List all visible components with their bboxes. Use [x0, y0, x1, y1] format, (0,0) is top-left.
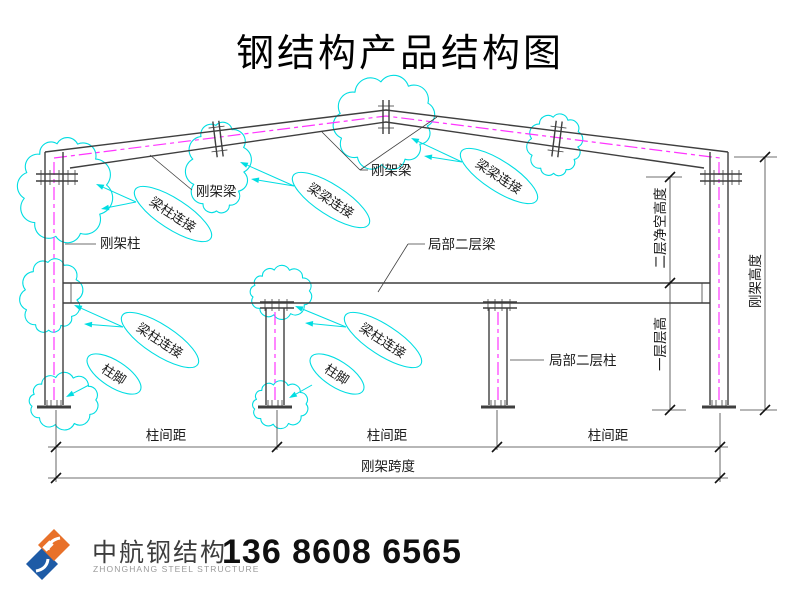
callout-leader: [108, 201, 137, 208]
label-mezzanine-column: 局部二层柱: [549, 353, 617, 368]
callout-ellipse: [86, 353, 142, 395]
leader-arrowhead: [251, 177, 260, 183]
callout-leader: [247, 164, 295, 187]
label-beam-column-connection: 梁柱连接: [134, 320, 186, 361]
revision-cloud: [332, 74, 436, 171]
callout-ellipse: [459, 147, 539, 205]
leader-arrowhead: [74, 305, 83, 311]
floor-beam-end-plate-right: [701, 282, 711, 304]
phone-number: 136 8608 6565: [222, 533, 462, 571]
label-rigid-frame-beam: 刚架梁: [371, 163, 412, 178]
callout-leader: [258, 179, 295, 187]
callout-leader: [302, 308, 347, 328]
label-rigid-frame-column: 刚架柱: [100, 236, 141, 251]
member-labels: 刚架梁 刚架梁 刚架柱 局部二层梁 局部二层柱: [100, 163, 617, 368]
leader-arrowhead: [84, 321, 93, 328]
dim-first-floor-height: 一层层高: [652, 317, 668, 371]
leader-arrowhead: [424, 154, 433, 160]
logo-white-notch: [42, 540, 54, 552]
revision-cloud: [184, 121, 252, 214]
beam-splice-right: [547, 120, 567, 158]
revision-cloud: [28, 371, 99, 431]
dim-bay-spacing: 柱间距: [146, 428, 187, 443]
floor-beam-end-plate-left: [62, 282, 72, 304]
logo-orange-diamond: [38, 529, 70, 561]
callout-leader: [103, 186, 137, 203]
leader-arrowhead: [305, 321, 314, 327]
leader-arrowhead: [411, 138, 420, 144]
label-rigid-frame-beam: 刚架梁: [196, 184, 237, 199]
label-mezzanine-beam: 局部二层梁: [428, 237, 496, 252]
leader-arrowhead: [96, 184, 105, 190]
company-name-cn: 中航钢结构: [92, 539, 228, 567]
logo-white-stroke: [35, 558, 50, 573]
company-name-en: ZHONGHANG STEEL STRUCTURE: [93, 564, 260, 574]
eave-connection-right: [700, 170, 742, 185]
ridge-splice: [378, 100, 394, 134]
dim-bay-spacing: 柱间距: [588, 428, 629, 443]
callout-leader: [295, 384, 313, 395]
callout-ellipse: [309, 353, 365, 395]
label-beam-beam-connection: 梁梁连接: [473, 156, 525, 197]
roof-beam-top-chord: [44, 109, 729, 153]
label-beam-column-connection: 梁柱连接: [147, 194, 199, 235]
callout-leader: [417, 140, 463, 163]
company-logo: [26, 529, 70, 580]
callout-leader: [72, 384, 90, 394]
dim-second-floor-clearance: 二层净空高度: [652, 188, 668, 269]
leader-lines: [65, 116, 544, 361]
roof-beam-centerline: [53, 115, 721, 159]
callout-ellipse: [343, 311, 423, 369]
revision-cloud: [16, 136, 114, 244]
callout-ellipse: [291, 171, 371, 229]
revision-cloud: [526, 113, 584, 177]
mezzanine-column-1-cap: [260, 299, 294, 311]
callout-ellipses: 梁柱连接 梁梁连接 梁梁连接 梁柱连接 梁柱连接 柱脚 柱脚: [86, 147, 539, 395]
label-beam-column-connection: 梁柱连接: [357, 320, 409, 361]
callout-leader: [91, 324, 124, 328]
leader-arrowhead: [295, 306, 304, 312]
dim-bay-spacing: 柱间距: [367, 428, 408, 443]
callout-ellipse: [133, 185, 213, 243]
page-title: 钢结构产品结构图: [235, 33, 564, 75]
leader-arrowhead: [240, 162, 249, 168]
beam-splice-left: [208, 120, 228, 158]
dim-frame-height: 刚架高度: [747, 254, 763, 308]
revision-cloud: [252, 380, 309, 430]
dimensions: 柱间距 柱间距 柱间距 刚架跨度 二层净空高度 一层层高 刚架高度: [48, 151, 777, 484]
leader-arrowhead: [66, 390, 75, 397]
label-beam-beam-connection: 梁梁连接: [305, 180, 357, 221]
revision-cloud: [249, 264, 313, 321]
callout-leader: [81, 307, 124, 328]
callout-leader: [312, 323, 347, 328]
dim-frame-span: 刚架跨度: [361, 459, 415, 474]
roof-beam-bottom-chord: [69, 121, 705, 169]
eave-connection-left: [36, 170, 78, 185]
leader-arrowhead: [289, 391, 298, 398]
portal-frame: [36, 100, 742, 409]
revision-cloud: [19, 258, 84, 333]
callout-ellipse: [120, 311, 200, 369]
anchor-bolts: [46, 400, 727, 406]
mezzanine-column-2-cap: [483, 299, 517, 311]
revision-clouds: [16, 74, 584, 431]
callout-leader: [431, 156, 463, 163]
callout-leaders: [66, 138, 463, 398]
leader-arrowhead: [101, 204, 110, 211]
